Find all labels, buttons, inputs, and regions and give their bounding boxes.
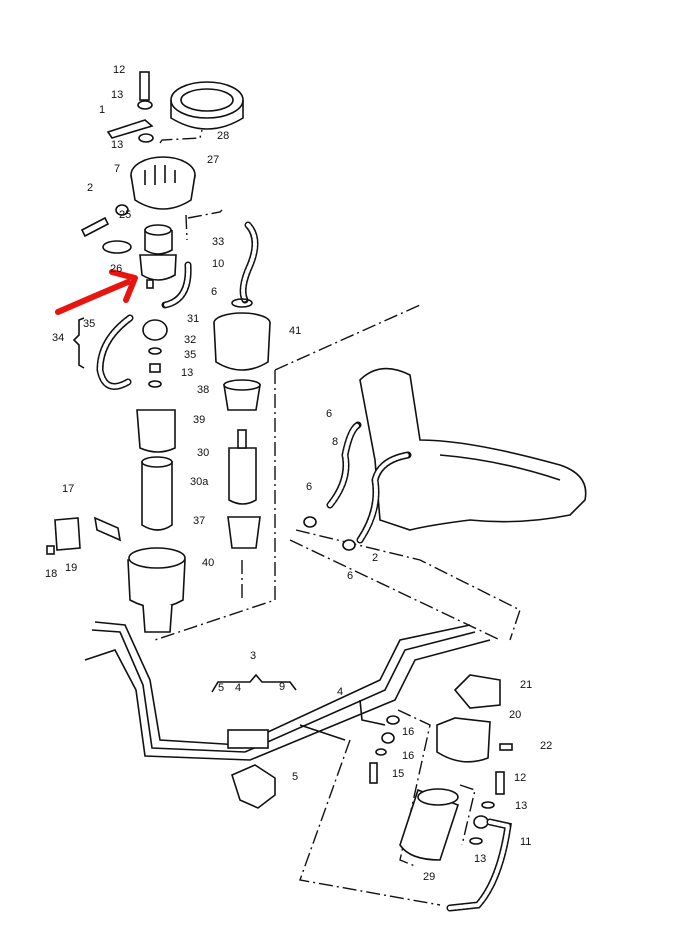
hoses xyxy=(96,221,259,390)
callout-label: 9 xyxy=(279,681,285,693)
callout-label: 40 xyxy=(202,557,214,569)
part-5-cover xyxy=(231,764,276,809)
callout-label: 16 xyxy=(402,750,414,762)
part-28-ring xyxy=(170,81,244,130)
part-25-pump xyxy=(139,224,177,289)
callout-label: 2 xyxy=(87,182,93,194)
part-16-15 xyxy=(369,715,400,784)
callout-label: 22 xyxy=(540,740,552,752)
part-39-30a-40 xyxy=(127,409,186,633)
callout-label: 41 xyxy=(289,325,301,337)
callout-label: 32 xyxy=(184,334,196,346)
callout-label: 30a xyxy=(190,476,209,488)
fuel-tank xyxy=(303,367,587,551)
brackets xyxy=(72,317,297,693)
part-bolt-bracket xyxy=(106,71,154,143)
callout-label: 25 xyxy=(119,209,131,221)
callout-label: 6 xyxy=(347,570,353,582)
callout-label: 38 xyxy=(197,384,209,396)
callout-label: 5 xyxy=(218,682,224,694)
callout-label: 6 xyxy=(326,408,332,420)
callout-label: 26 xyxy=(110,263,122,275)
callout-label: 39 xyxy=(193,414,205,426)
assembly-lines xyxy=(154,129,521,906)
callout-label: 34 xyxy=(52,332,64,344)
callout-label: 13 xyxy=(111,89,123,101)
callout-label: 13 xyxy=(474,853,486,865)
callout-label: 7 xyxy=(114,163,120,175)
callout-label: 29 xyxy=(423,871,435,883)
part-31-valve xyxy=(142,319,168,388)
part-2-pipe xyxy=(80,204,132,254)
callout-label: 1 xyxy=(99,104,105,116)
callout-label: 5 xyxy=(292,771,298,783)
callout-label: 13 xyxy=(181,367,193,379)
callout-label: 27 xyxy=(207,154,219,166)
callout-label: 6 xyxy=(306,481,312,493)
callout-label: 13 xyxy=(515,800,527,812)
callout-label: 3 xyxy=(250,650,256,662)
part-41-ring xyxy=(213,298,271,371)
callout-label: 2 xyxy=(372,552,378,564)
fuel-lines xyxy=(84,621,491,761)
callout-label: 10 xyxy=(212,258,224,270)
callout-label: 18 xyxy=(45,568,57,580)
callout-label: 21 xyxy=(520,679,532,691)
part-29-filter xyxy=(399,771,512,912)
callout-label: 28 xyxy=(217,130,229,142)
callout-label: 4 xyxy=(235,682,241,694)
callout-label: 19 xyxy=(65,562,77,574)
callout-label: 13 xyxy=(111,139,123,151)
callout-label: 35 xyxy=(83,318,95,330)
callout-label: 12 xyxy=(113,64,125,76)
callout-label: 8 xyxy=(332,436,338,448)
part-27-housing xyxy=(130,156,196,210)
callout-label: 35 xyxy=(184,349,196,361)
part-21-20-22 xyxy=(436,674,513,763)
callout-label: 20 xyxy=(509,709,521,721)
highlight-arrow xyxy=(55,269,138,315)
callout-label: 15 xyxy=(392,768,404,780)
callout-label: 4 xyxy=(337,686,343,698)
callout-label: 6 xyxy=(211,286,217,298)
callout-label: 17 xyxy=(62,483,74,495)
callout-label: 16 xyxy=(402,726,414,738)
callout-label: 31 xyxy=(187,313,199,325)
part-17-bracket xyxy=(46,516,122,555)
callout-label: 12 xyxy=(514,772,526,784)
callout-label: 33 xyxy=(212,236,224,248)
callout-label: 37 xyxy=(193,515,205,527)
part-38-30-37 xyxy=(223,379,261,549)
callout-label: 30 xyxy=(197,447,209,459)
callout-label: 11 xyxy=(520,836,531,848)
